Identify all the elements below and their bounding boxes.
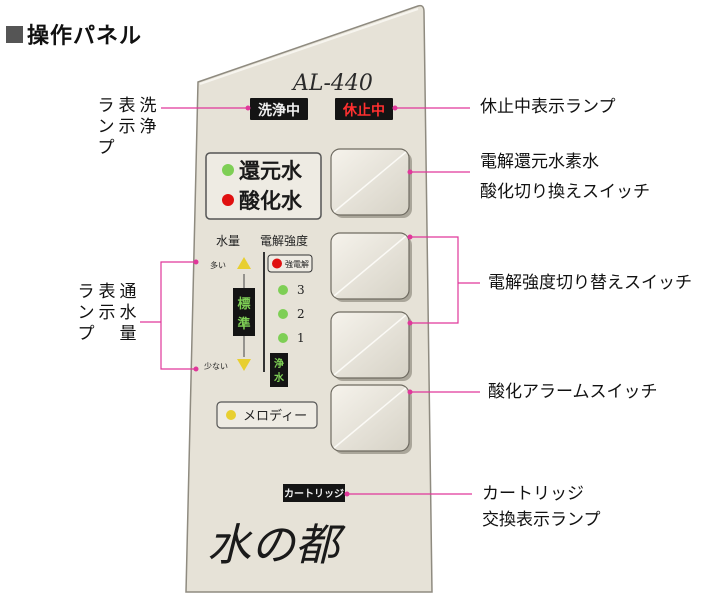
level3-led [278,285,288,295]
section-heading: 操作パネル [6,18,142,50]
strength-switch-callout: 電解強度切り替えスイッチ [488,273,692,293]
cartridge-lamp [283,484,345,502]
standard-label-2: 準 [237,316,250,332]
washing-callout-col3: ランプ [97,96,115,158]
triangle-up-icon [237,257,251,269]
level2-label: 2 [297,307,305,321]
washing-lamp [250,98,308,120]
leader-dots [193,105,413,497]
standard-label: 標 [237,296,250,312]
strength-header: 電解強度 [260,233,308,248]
purified-badge [270,353,288,387]
standard-badge [233,288,255,336]
strong-label: 強電解 [285,259,309,269]
melody-label: メロディー [243,408,307,424]
pause-lamp [335,98,393,120]
brand-logo: 水の都 [207,520,346,571]
strength-up-switch[interactable] [330,232,412,302]
square-bullet-icon [6,25,23,43]
reduced-water-led [222,164,234,176]
melody-box [216,401,318,429]
heading-text: 操作パネル [27,24,143,49]
flow-callout-col2: 表示 [98,282,116,323]
water-mode-box [205,152,322,220]
level3-label: 3 [297,283,305,297]
cartridge-lamp-label: カートリッジ [284,488,344,500]
cartridge-callout-line2: 交換表示ランプ [482,510,601,530]
many-label: 多い [210,260,226,270]
melody-led [226,410,236,420]
level2-led [278,309,288,319]
flow-callout-col3: ランプ [77,282,95,344]
panel-highlight [199,8,419,85]
purified-label-2: 水 [273,371,285,384]
leader-lines [140,107,480,495]
strength-down-switch[interactable] [330,311,412,381]
acid-water-label: 酸化水 [239,188,303,213]
switch-callout-line2: 酸化切り換えスイッチ [480,182,650,202]
washing-callout-col2: 表示 [118,96,136,137]
level1-label: 1 [297,331,305,345]
triangle-down-icon [237,359,251,371]
reduced-water-label: 還元水 [239,158,303,183]
switch-callout-line1: 電解還元水素水 [480,152,599,172]
washing-callout-col1: 洗浄 [139,96,157,137]
few-label: 少ない [204,362,228,371]
acid-alarm-switch[interactable] [330,384,412,454]
alarm-switch-callout: 酸化アラームスイッチ [488,382,658,402]
washing-lamp-label: 洗浄中 [258,102,300,119]
purified-label-1: 浄 [274,357,284,370]
pause-lamp-label: 休止中 [342,102,385,119]
pause-lamp-callout: 休止中表示ランプ [480,97,616,117]
cartridge-callout-line1: カートリッジ [482,484,584,504]
level1-led [278,333,288,343]
acid-water-led [222,194,234,206]
reduced-acid-switch[interactable] [330,148,412,218]
water-amount-header: 水量 [216,234,240,248]
model-number: AL-440 [291,71,373,96]
strong-led [272,258,282,269]
flow-callout-col1: 通水量 [119,282,137,344]
